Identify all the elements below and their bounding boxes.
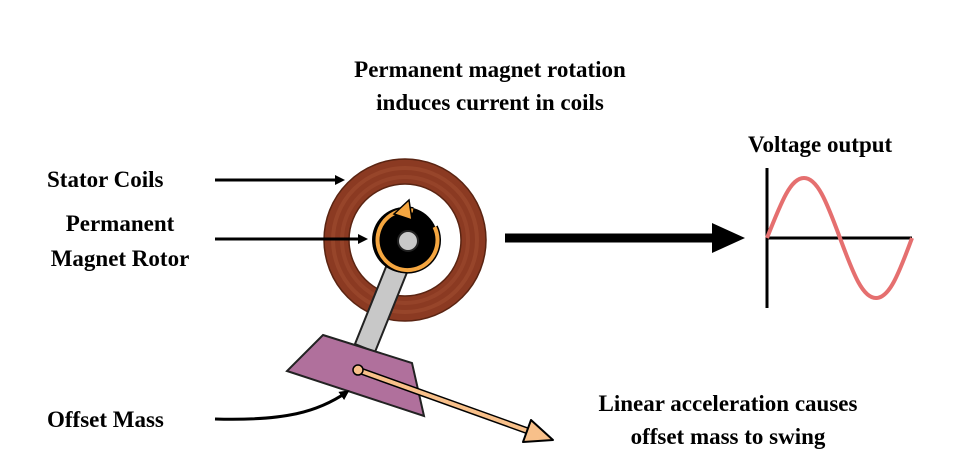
offset-mass-label: Offset Mass [47, 407, 164, 432]
rotor-label-line1: Permanent [65, 211, 175, 236]
stator-coils-label: Stator Coils [47, 167, 164, 192]
voltage-output-plot [765, 168, 914, 308]
voltage-sine-wave [765, 175, 914, 301]
offset-mass [285, 333, 426, 418]
acceleration-arrow [352, 364, 554, 443]
output-arrow [505, 223, 745, 253]
offset-mass-pointer [214, 390, 350, 421]
voltage-output-label: Voltage output [748, 132, 893, 157]
pivot-point [397, 230, 419, 252]
diagram-title-line2: induces current in coils [376, 90, 604, 115]
rotation-arrow-icon [374, 198, 441, 274]
diagram-title-line1: Permanent magnet rotation [354, 57, 626, 82]
acceleration-label-line2: offset mass to swing [630, 424, 826, 449]
rotor-label-line2: Magnet Rotor [50, 246, 190, 271]
acceleration-label-line1: Linear acceleration causes [598, 391, 858, 416]
